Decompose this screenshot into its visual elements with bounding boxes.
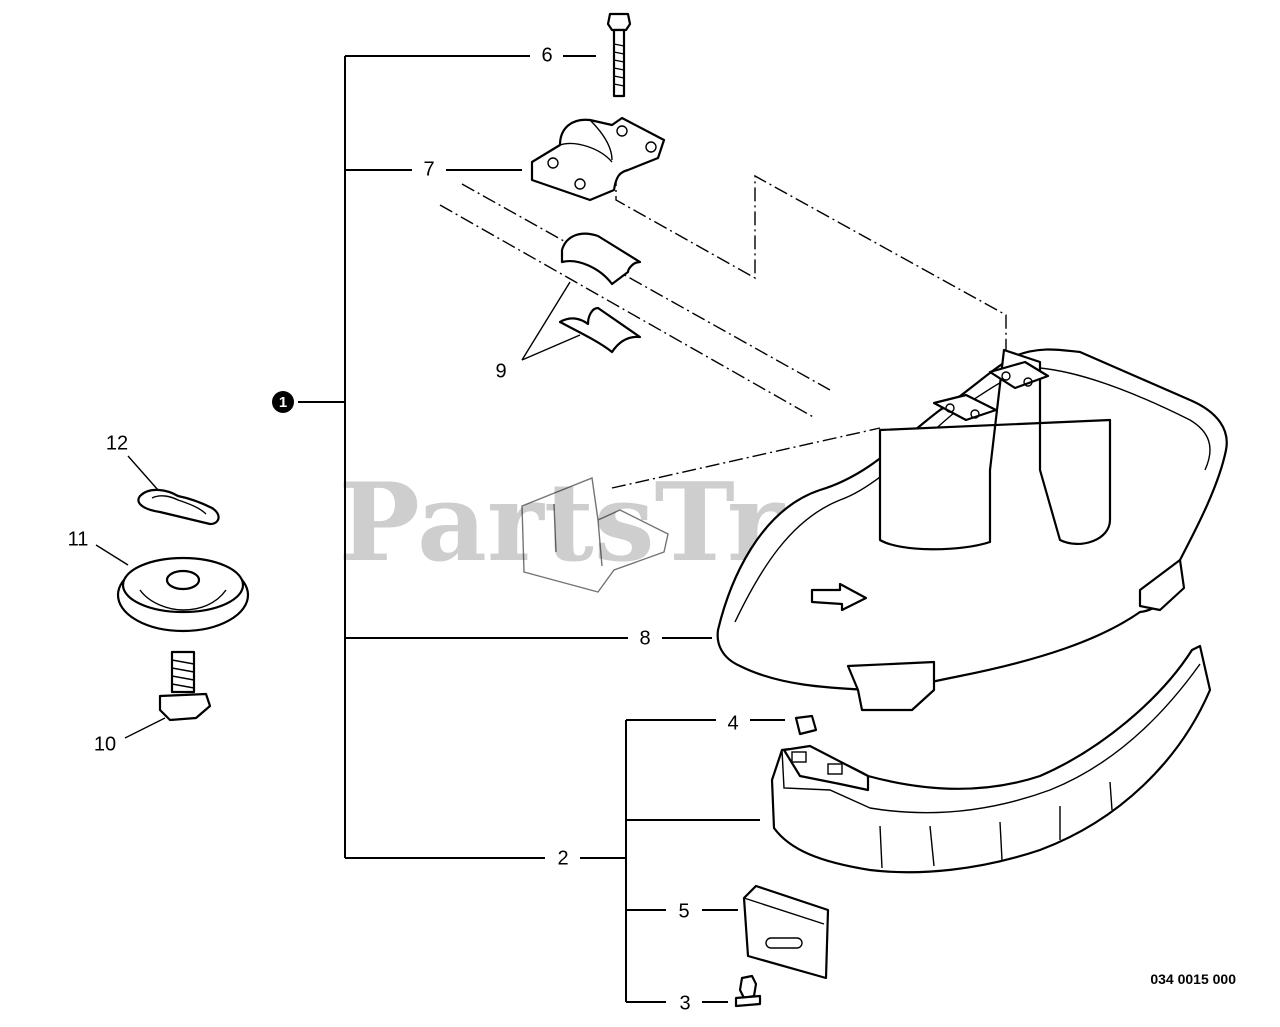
diagram-code: 034 0015 000: [1150, 971, 1236, 987]
callout-9[interactable]: 9: [495, 360, 506, 382]
guard-8-icon[interactable]: [716, 348, 1228, 712]
leader-10: [124, 717, 166, 739]
clamp-7-icon[interactable]: [530, 116, 666, 202]
assembly-bracket: [298, 55, 712, 859]
callout-8[interactable]: 8: [639, 627, 650, 649]
keyhole-washer-12-icon[interactable]: [137, 488, 220, 526]
leader-9a: [521, 281, 571, 361]
callout-4[interactable]: 4: [727, 712, 738, 734]
leader-12: [127, 455, 159, 491]
callout-5[interactable]: 5: [678, 900, 689, 922]
cup-washer-11-icon[interactable]: [116, 556, 250, 633]
cover-2-icon[interactable]: [770, 644, 1212, 874]
assembly-centerlines: [439, 172, 1007, 489]
callout-7[interactable]: 7: [423, 158, 434, 180]
callout-1[interactable]: 1: [272, 391, 294, 413]
callout-6[interactable]: 6: [541, 44, 552, 66]
shell-9-upper-icon[interactable]: [560, 232, 642, 286]
plate-5-icon[interactable]: [742, 884, 830, 980]
callout-10[interactable]: 10: [94, 733, 116, 755]
callout-11[interactable]: 11: [68, 528, 89, 550]
hidden-bracket-icon: [521, 477, 669, 593]
callout-2[interactable]: 2: [557, 847, 568, 869]
leader-11: [95, 544, 129, 566]
callout-1-label: 1: [279, 394, 287, 411]
bolt-10-icon[interactable]: [158, 650, 212, 722]
callout-12[interactable]: 12: [106, 432, 128, 454]
clip-4-icon[interactable]: [794, 714, 818, 736]
subassembly-2-bracket: [625, 719, 785, 1003]
callout-3[interactable]: 3: [679, 992, 690, 1014]
shell-9-lower-icon[interactable]: [558, 306, 642, 354]
leader-9b: [521, 334, 581, 361]
bolt-6-icon[interactable]: [606, 12, 632, 98]
screw-3-icon[interactable]: [734, 974, 762, 1008]
